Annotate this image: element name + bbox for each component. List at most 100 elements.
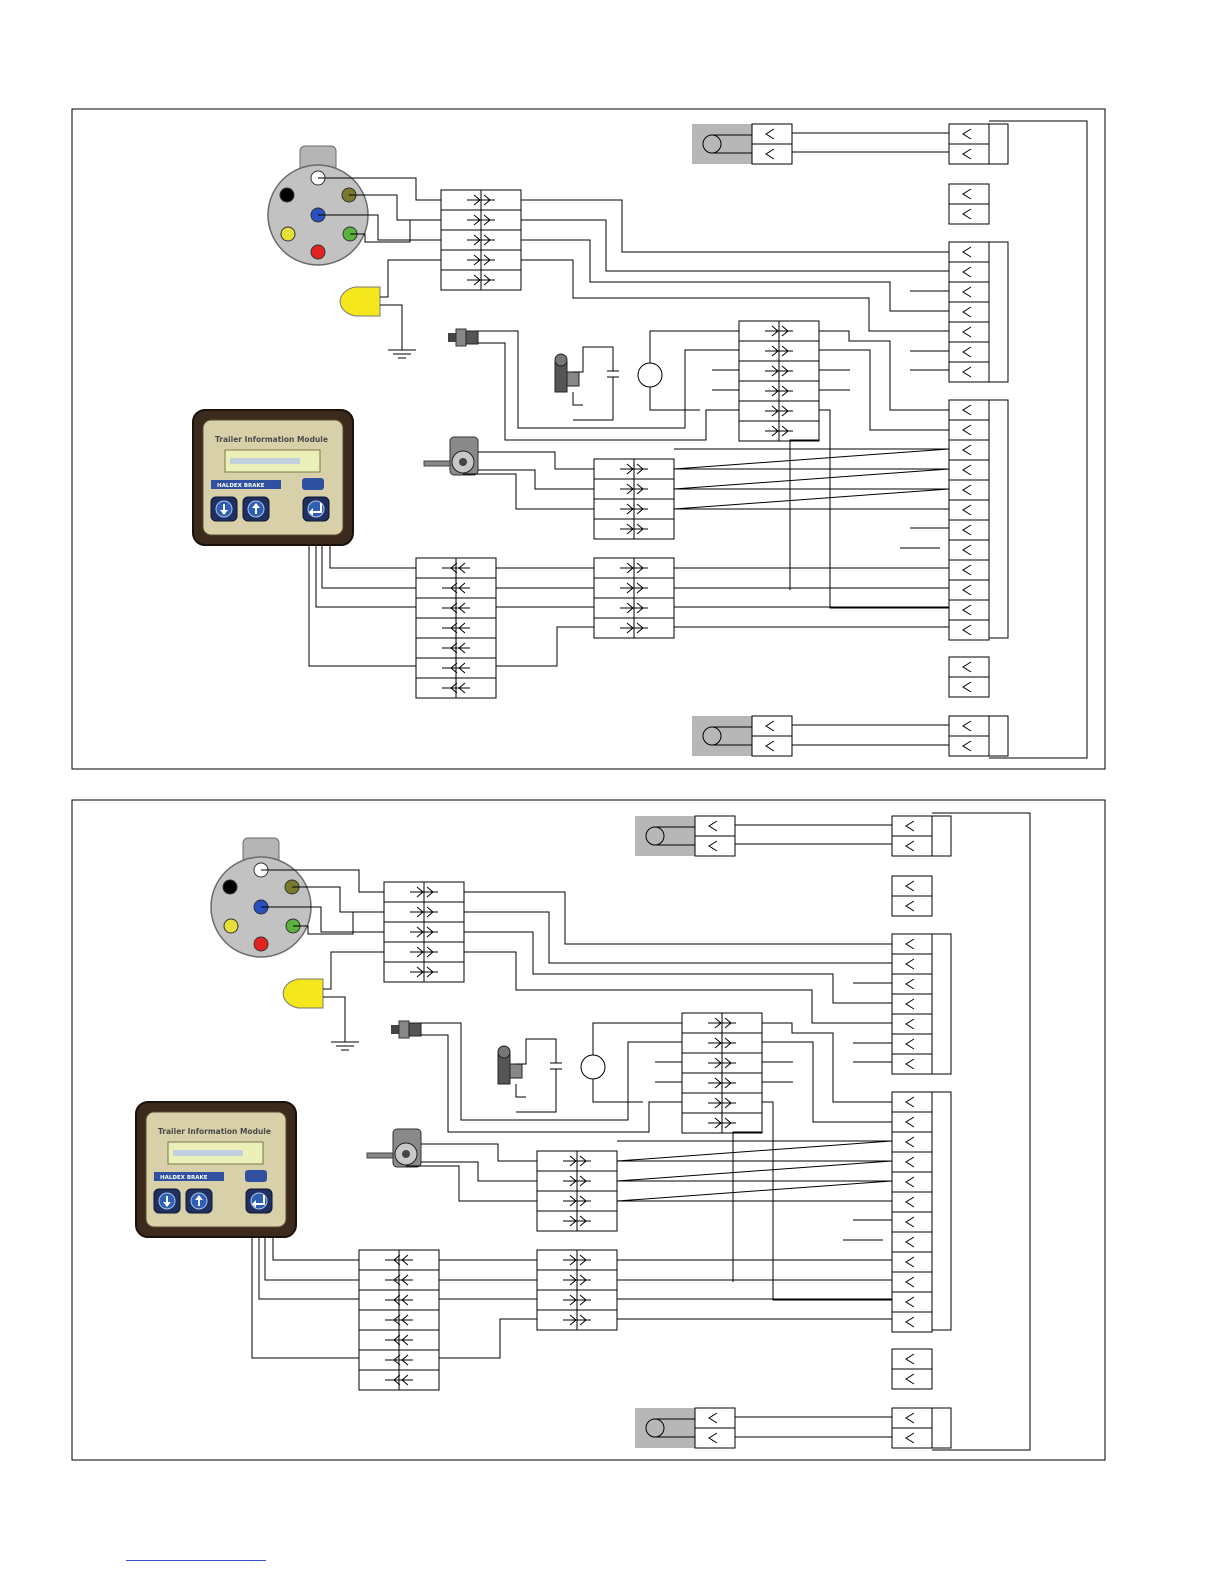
connector-block bbox=[892, 934, 932, 1074]
sensor-box bbox=[635, 816, 695, 856]
sensor-tip bbox=[391, 1025, 399, 1034]
connector-cell bbox=[949, 262, 989, 282]
brand-logo bbox=[245, 1170, 267, 1182]
connector-cell bbox=[892, 1212, 932, 1232]
panel-lower: Trailer Information ModuleHALDEX BRAKE bbox=[72, 800, 1105, 1460]
socket-pin bbox=[281, 227, 295, 241]
connector-cell bbox=[695, 1428, 735, 1448]
connector-cell bbox=[949, 657, 989, 677]
module-title: Trailer Information Module bbox=[158, 1127, 271, 1136]
connector-block bbox=[537, 1151, 617, 1231]
connector-block bbox=[949, 184, 989, 224]
connector-block bbox=[752, 716, 792, 756]
connector-block bbox=[949, 242, 989, 382]
connector-cell bbox=[892, 994, 932, 1014]
connector-cell bbox=[892, 1132, 932, 1152]
connector-cell bbox=[695, 836, 735, 856]
valve-port bbox=[567, 372, 579, 386]
connector-cell bbox=[949, 460, 989, 480]
connector-block bbox=[892, 816, 932, 856]
sensor-box bbox=[692, 124, 752, 164]
connector-cell bbox=[752, 144, 792, 164]
connector-block bbox=[682, 1013, 762, 1133]
connector-block bbox=[537, 1250, 617, 1330]
connector-cell bbox=[949, 620, 989, 640]
footer-link-underline bbox=[126, 1560, 266, 1561]
connector-cell bbox=[949, 420, 989, 440]
connector-block bbox=[695, 816, 735, 856]
lamp-circle-icon bbox=[581, 1055, 605, 1079]
socket-pin bbox=[280, 188, 294, 202]
connector-cell bbox=[949, 440, 989, 460]
connector-cell bbox=[695, 1408, 735, 1428]
sensor-center bbox=[402, 1150, 410, 1158]
connector-cell bbox=[949, 400, 989, 420]
connector-block bbox=[949, 400, 989, 640]
connector-block bbox=[949, 657, 989, 697]
brand-logo bbox=[302, 478, 324, 490]
sensor-center bbox=[459, 458, 467, 466]
connector-cell bbox=[892, 816, 932, 836]
connector-cell bbox=[695, 816, 735, 836]
connector-cell bbox=[892, 1054, 932, 1074]
connector-cell bbox=[949, 520, 989, 540]
connector-cell bbox=[892, 1232, 932, 1252]
sensor-connector bbox=[692, 716, 792, 756]
connector-block bbox=[594, 459, 674, 539]
connector-cell bbox=[949, 124, 989, 144]
connector-cell bbox=[949, 242, 989, 262]
connector-cell bbox=[949, 144, 989, 164]
connector-cell bbox=[949, 322, 989, 342]
enter-button-icon[interactable] bbox=[303, 497, 329, 521]
connector-cell bbox=[949, 540, 989, 560]
connector-cell bbox=[892, 1172, 932, 1192]
sensor-box bbox=[692, 716, 752, 756]
connector-block bbox=[695, 1408, 735, 1448]
connector-cell bbox=[949, 677, 989, 697]
up-arrow-button-icon[interactable] bbox=[243, 497, 269, 521]
connector-block bbox=[359, 1250, 439, 1390]
connector-cell bbox=[892, 896, 932, 916]
socket-pin bbox=[224, 919, 238, 933]
socket-pin bbox=[223, 880, 237, 894]
connector-block bbox=[892, 1349, 932, 1389]
valve-port bbox=[510, 1064, 522, 1078]
connector-block bbox=[416, 558, 496, 698]
connector-cell bbox=[892, 1349, 932, 1369]
panel-upper: Trailer Information ModuleHALDEX BRAKE bbox=[72, 109, 1105, 769]
display-graphic bbox=[230, 458, 300, 464]
trailer-information-module: Trailer Information ModuleHALDEX BRAKE bbox=[136, 1102, 296, 1237]
connector-block bbox=[752, 124, 792, 164]
down-arrow-button-icon[interactable] bbox=[154, 1189, 180, 1213]
enter-button-icon[interactable] bbox=[246, 1189, 272, 1213]
connector-cell bbox=[752, 736, 792, 756]
connector-cell bbox=[949, 204, 989, 224]
connector-block bbox=[441, 190, 521, 290]
connector-cell bbox=[949, 560, 989, 580]
connector-cell bbox=[892, 1369, 932, 1389]
down-arrow-button-icon[interactable] bbox=[211, 497, 237, 521]
connector-cell bbox=[892, 1152, 932, 1172]
up-arrow-button-icon[interactable] bbox=[186, 1189, 212, 1213]
connector-cell bbox=[892, 1428, 932, 1448]
warning-lamp-icon bbox=[340, 287, 380, 316]
sensor-connector bbox=[692, 124, 792, 164]
sensor-nut bbox=[456, 329, 466, 346]
connector-block bbox=[892, 1092, 932, 1332]
sensor-box bbox=[635, 1408, 695, 1448]
socket-pin bbox=[311, 245, 325, 259]
display-graphic bbox=[173, 1150, 243, 1156]
module-brand: HALDEX BRAKE bbox=[217, 483, 265, 489]
connector-block bbox=[594, 558, 674, 638]
sensor-body bbox=[409, 1023, 421, 1036]
connector-cell bbox=[949, 342, 989, 362]
sensor-tip bbox=[448, 333, 456, 342]
connector-cell bbox=[949, 580, 989, 600]
valve-head bbox=[498, 1046, 510, 1058]
connector-block bbox=[892, 1408, 932, 1448]
connector-cell bbox=[949, 362, 989, 382]
connector-cell bbox=[892, 876, 932, 896]
lamp-body bbox=[283, 979, 323, 1008]
module-title: Trailer Information Module bbox=[215, 435, 328, 444]
